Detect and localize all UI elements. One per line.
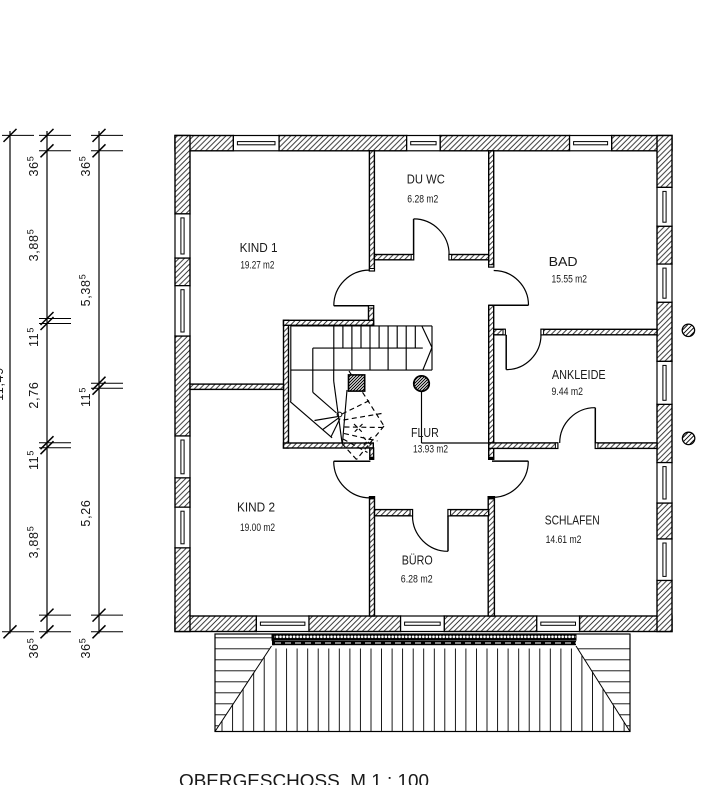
svg-text:FLUR: FLUR bbox=[411, 425, 439, 440]
svg-text:9.44 m2: 9.44 m2 bbox=[552, 386, 584, 398]
svg-text:19.00 m2: 19.00 m2 bbox=[240, 522, 275, 534]
svg-text:6.28 m2: 6.28 m2 bbox=[407, 193, 438, 205]
svg-text:14.61 m2: 14.61 m2 bbox=[546, 534, 582, 546]
svg-text:DU WC: DU WC bbox=[407, 171, 445, 186]
svg-text:KIND 2: KIND 2 bbox=[237, 500, 275, 515]
svg-text:3,885: 3,885 bbox=[26, 526, 41, 559]
svg-text:5,385: 5,385 bbox=[78, 274, 93, 307]
svg-text:6.28 m2: 6.28 m2 bbox=[401, 574, 433, 586]
svg-text:2,76: 2,76 bbox=[27, 381, 41, 408]
svg-text:3,885: 3,885 bbox=[26, 229, 41, 262]
svg-text:19.27 m2: 19.27 m2 bbox=[240, 260, 274, 272]
svg-text:5,26: 5,26 bbox=[79, 499, 93, 526]
svg-text:BÜRO: BÜRO bbox=[402, 552, 433, 567]
svg-text:ANKLEIDE: ANKLEIDE bbox=[552, 367, 606, 382]
svg-text:BAD: BAD bbox=[549, 254, 578, 269]
svg-text:SCHLAFEN: SCHLAFEN bbox=[545, 513, 600, 528]
svg-text:15.55 m2: 15.55 m2 bbox=[552, 274, 588, 286]
svg-text:11,49: 11,49 bbox=[0, 367, 6, 401]
svg-text:OBERGESCHOSS M 1 : 100: OBERGESCHOSS M 1 : 100 bbox=[179, 770, 429, 785]
svg-text:13.93 m2: 13.93 m2 bbox=[413, 444, 448, 456]
svg-text:KIND 1: KIND 1 bbox=[240, 240, 278, 255]
